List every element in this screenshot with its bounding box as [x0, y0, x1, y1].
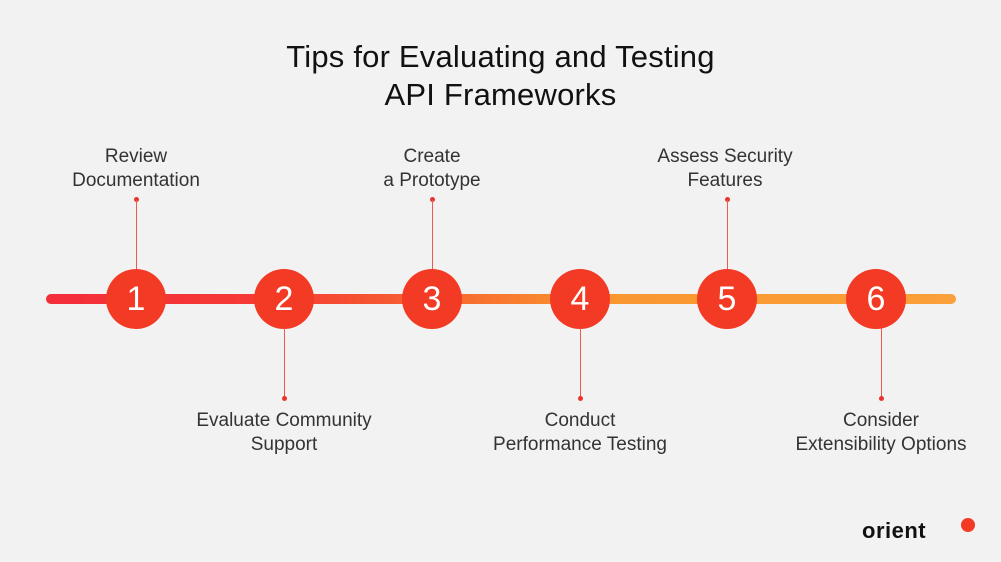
step-6-node: 6	[846, 269, 906, 329]
step-1-node: 1	[106, 269, 166, 329]
step-5-node: 5	[697, 269, 757, 329]
orient-logo: orient	[862, 518, 927, 543]
step-6-connector-dot	[878, 396, 884, 401]
step-2-connector-dot	[281, 396, 287, 401]
step-4-connector-dot	[577, 396, 583, 401]
page-title: Tips for Evaluating and Testing API Fram…	[0, 38, 1001, 114]
title-line-1: Tips for Evaluating and Testing	[286, 39, 715, 74]
step-5-connector	[726, 200, 728, 270]
step-4-node: 4	[550, 269, 610, 329]
step-1-connector-dot	[133, 197, 139, 202]
step-3-node: 3	[402, 269, 462, 329]
step-4-connector	[579, 328, 581, 398]
step-2-connector	[283, 328, 285, 398]
title-line-2: API Frameworks	[384, 77, 617, 112]
timeline-bar	[46, 294, 956, 304]
step-5-connector-dot	[724, 197, 730, 202]
step-6-connector	[880, 328, 882, 398]
step-3-connector	[431, 200, 433, 270]
step-1-connector	[135, 200, 137, 270]
step-3-connector-dot	[429, 197, 435, 202]
step-2-node: 2	[254, 269, 314, 329]
logo-dot-icon	[961, 518, 975, 532]
